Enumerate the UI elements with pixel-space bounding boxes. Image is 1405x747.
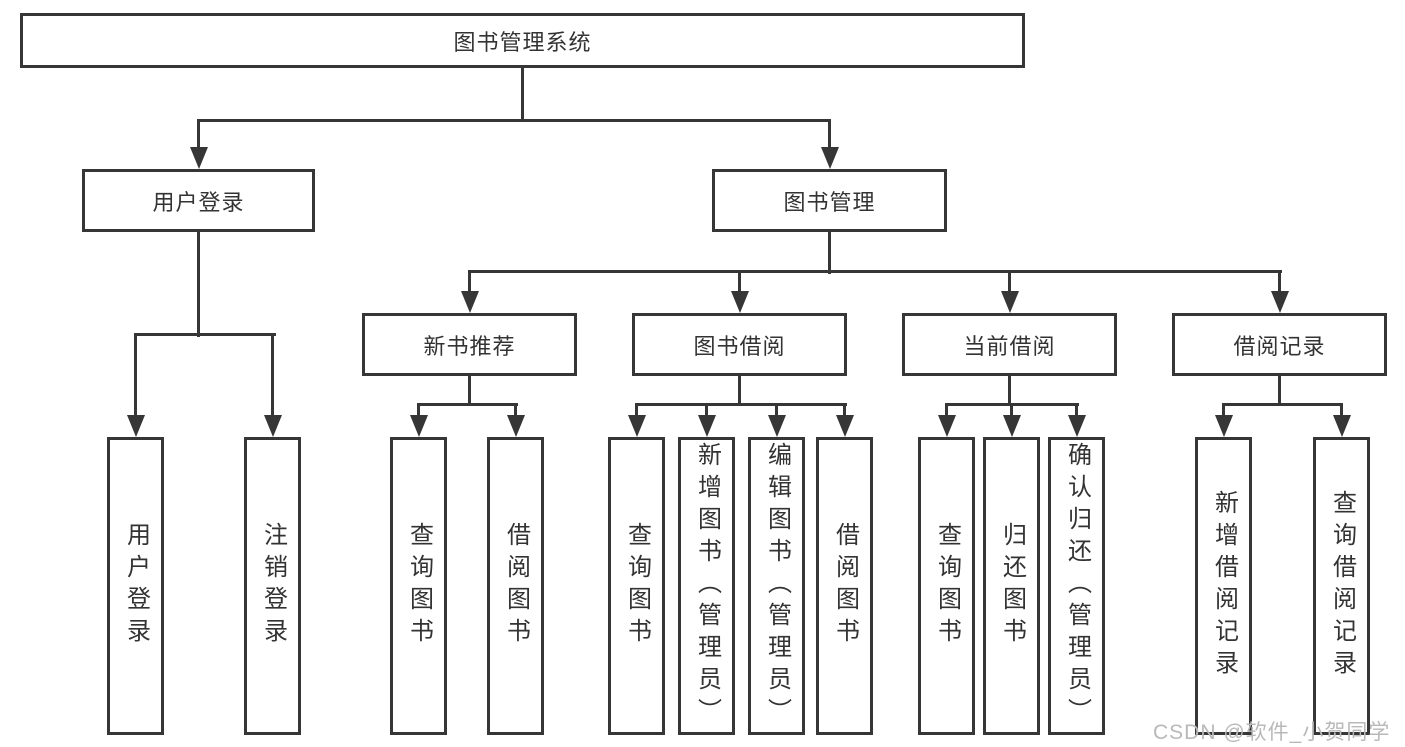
connector-records-rail <box>1222 403 1343 406</box>
connector-records-stem <box>1278 374 1281 406</box>
connector-recommend-stem <box>468 374 471 406</box>
leaf-records-query-borrow-record: 查询借阅记录 <box>1313 437 1370 735</box>
arrow-stem <box>271 335 274 417</box>
arrow-to-book-borrow <box>730 272 749 313</box>
arrow-to-borrow-edit-books <box>767 405 786 437</box>
node-label: 新增借阅记录 <box>1210 490 1238 682</box>
arrow-to-book-management <box>820 120 839 169</box>
node-label: 图书借阅 <box>693 333 786 359</box>
arrow-stem <box>514 405 517 417</box>
csdn-watermark: CSDN @软件_小贺同学 <box>1153 721 1391 744</box>
connector-recommend-rail <box>417 403 518 406</box>
node-label: 借阅记录 <box>1233 333 1326 359</box>
node-label: 借阅图书 <box>831 522 859 650</box>
arrow-stem <box>197 120 200 149</box>
connector-borrow-rail <box>635 403 847 406</box>
connector-user-login-stem <box>197 230 200 337</box>
arrow-stem <box>945 405 948 417</box>
arrow-stem <box>417 405 420 417</box>
leaf-borrow-add-books-admin: 新增图书（管理员） <box>678 437 735 735</box>
arrow-stem <box>1222 405 1225 417</box>
node-book-management: 图书管理 <box>712 169 947 232</box>
leaf-user-login: 用户登录 <box>107 437 164 735</box>
node-label: 图书管理 <box>783 189 876 215</box>
node-label: 归还图书 <box>998 522 1026 650</box>
node-label: 编辑图书（管理员） <box>763 442 791 730</box>
connector-book-management-stem <box>828 230 831 274</box>
node-borrow-records: 借阅记录 <box>1172 313 1387 376</box>
leaf-logout-login: 注销登录 <box>244 437 301 735</box>
node-label: 新书推荐 <box>423 333 516 359</box>
leaf-current-confirm-return-admin: 确认归还（管理员） <box>1048 437 1105 735</box>
arrow-to-current-confirm-return <box>1067 405 1086 437</box>
arrow-to-rec-borrow-books <box>506 405 525 437</box>
arrow-stem <box>1008 272 1011 293</box>
arrow-to-user-login <box>189 120 208 169</box>
leaf-rec-query-books: 查询图书 <box>390 437 447 735</box>
node-label: 查询借阅记录 <box>1328 490 1356 682</box>
connector-book-management-rail <box>468 270 1282 273</box>
node-label: 新增图书（管理员） <box>693 442 721 730</box>
arrow-to-new-book-recommend <box>460 272 479 313</box>
arrow-to-borrow-borrow-books <box>835 405 854 437</box>
leaf-current-return-books: 归还图书 <box>983 437 1040 735</box>
arrow-to-leaf-user-login <box>126 335 145 437</box>
node-label: 用户登录 <box>152 189 245 215</box>
arrow-stem <box>1075 405 1078 417</box>
leaf-borrow-edit-books-admin: 编辑图书（管理员） <box>748 437 805 735</box>
node-label: 用户登录 <box>122 522 150 650</box>
node-label: 当前借阅 <box>963 333 1056 359</box>
arrow-stem <box>1340 405 1343 417</box>
node-label: 查询图书 <box>933 522 961 650</box>
arrow-stem <box>828 120 831 149</box>
arrow-stem <box>134 335 137 417</box>
arrow-to-leaf-logout <box>263 335 282 437</box>
node-new-book-recommend: 新书推荐 <box>362 313 577 376</box>
arrow-to-current-query-books <box>937 405 956 437</box>
connector-borrow-stem <box>738 374 741 406</box>
node-label: 图书管理系统 <box>453 29 592 55</box>
arrow-to-borrow-add-books <box>697 405 716 437</box>
leaf-borrow-query-books: 查询图书 <box>608 437 665 735</box>
arrow-stem <box>843 405 846 417</box>
arrow-to-borrow-records <box>1270 272 1289 313</box>
node-label: 注销登录 <box>259 522 287 650</box>
arrow-stem <box>1278 272 1281 293</box>
connector-current-stem <box>1008 374 1011 406</box>
node-label: 借阅图书 <box>502 522 530 650</box>
node-label: 确认归还（管理员） <box>1063 442 1091 730</box>
connector-current-rail <box>945 403 1079 406</box>
node-user-login: 用户登录 <box>82 169 315 232</box>
leaf-rec-borrow-books: 借阅图书 <box>487 437 544 735</box>
connector-root-stem <box>521 66 524 122</box>
arrow-to-records-add-record <box>1214 405 1233 437</box>
node-book-borrow: 图书借阅 <box>632 313 847 376</box>
arrow-to-current-borrow <box>1000 272 1019 313</box>
arrow-stem <box>775 405 778 417</box>
arrow-to-borrow-query-books <box>627 405 646 437</box>
arrow-stem <box>468 272 471 293</box>
connector-user-login-rail <box>134 333 276 336</box>
arrow-stem <box>705 405 708 417</box>
leaf-records-add-borrow-record: 新增借阅记录 <box>1195 437 1252 735</box>
arrow-stem <box>635 405 638 417</box>
node-label: 查询图书 <box>623 522 651 650</box>
arrow-stem <box>738 272 741 293</box>
node-current-borrow: 当前借阅 <box>902 313 1117 376</box>
arrow-to-current-return-books <box>1002 405 1021 437</box>
arrow-to-rec-query-books <box>409 405 428 437</box>
node-label: 查询图书 <box>405 522 433 650</box>
arrow-to-records-query-record <box>1332 405 1351 437</box>
leaf-current-query-books: 查询图书 <box>918 437 975 735</box>
arrow-stem <box>1010 405 1013 417</box>
connector-level1-rail <box>197 119 831 122</box>
node-library-management-system: 图书管理系统 <box>20 13 1025 68</box>
leaf-borrow-borrow-books: 借阅图书 <box>816 437 873 735</box>
